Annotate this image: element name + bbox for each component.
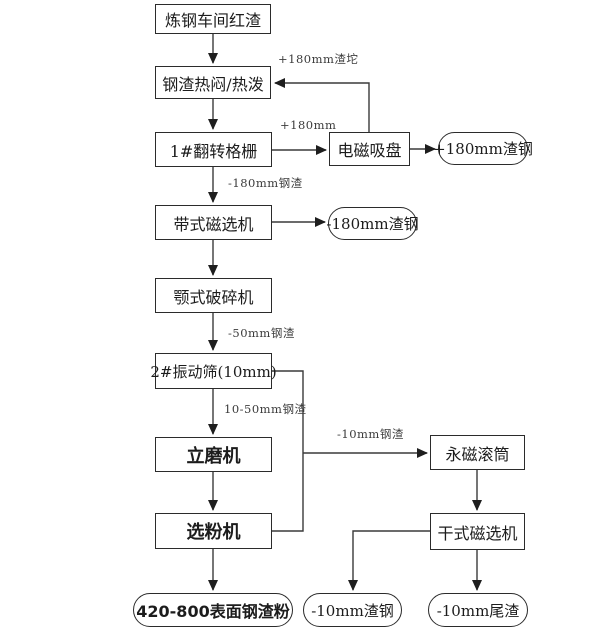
edge-label-plus-180mm: +180mm <box>280 118 337 132</box>
node-minus-10mm-slag-steel: -10mm渣钢 <box>303 593 402 627</box>
node-belt-magnetic-separator: 带式磁选机 <box>155 205 272 240</box>
edge-label-plus-180mm-lump: +180mm渣坨 <box>278 52 359 66</box>
node-vibrating-screen: 2#振动筛(10mm) <box>150 353 277 389</box>
node-electromagnet: 电磁吸盘 <box>329 132 410 166</box>
node-permanent-magnet-drum: 永磁滚筒 <box>430 435 525 470</box>
node-minus-180mm-slag-steel: -180mm渣钢 <box>326 207 419 240</box>
node-vertical-mill: 立磨机 <box>155 437 272 472</box>
edge-label-minus-10mm-slag: -10mm钢渣 <box>337 427 404 441</box>
node-tilting-grate: 1#翻转格栅 <box>155 132 272 167</box>
node-minus-10mm-tailings: -10mm尾渣 <box>428 593 528 627</box>
node-plus-180mm-slag-steel: +180mm渣钢 <box>433 132 533 165</box>
node-dry-magnetic-separator: 干式磁选机 <box>430 513 525 550</box>
edge-label-minus-50mm-slag: -50mm钢渣 <box>228 326 295 340</box>
node-hot-slag: 炼钢车间红渣 <box>155 4 271 34</box>
node-hot-stewing: 钢渣热闷/热泼 <box>155 66 271 99</box>
connector-screen-classifier-junction <box>272 370 304 532</box>
node-jaw-crusher: 颚式破碎机 <box>155 278 272 313</box>
node-powder-classifier: 选粉机 <box>155 513 272 549</box>
connector-dry-separator-to-minus10steel <box>348 530 430 591</box>
edge-label-minus-180mm-slag: -180mm钢渣 <box>228 176 303 190</box>
edge-label-10-50mm-slag: 10-50mm钢渣 <box>224 402 307 416</box>
node-product: 420-800表面钢渣粉 <box>133 593 293 627</box>
